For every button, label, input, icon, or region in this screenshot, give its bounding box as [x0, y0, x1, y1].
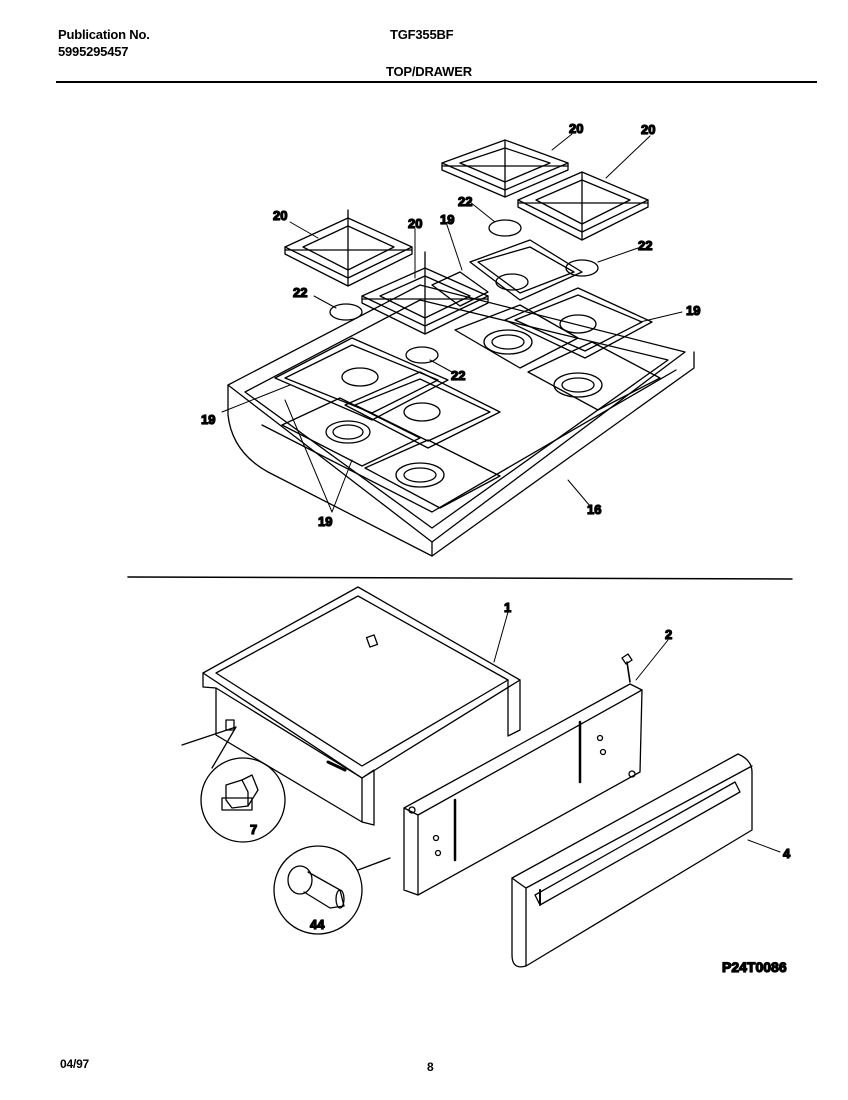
burner-cap-left	[329, 303, 363, 321]
callout-cap-left: 22	[293, 285, 307, 300]
callout-grate-left: 20	[273, 208, 287, 223]
burner-cap-center	[405, 346, 439, 364]
callout-drawer-body: 1	[504, 600, 511, 615]
gasket-middle	[344, 371, 501, 449]
callout-cap-rear-left: 22	[458, 194, 472, 209]
footer-date: 04/97	[60, 1057, 90, 1071]
burner-well-rear-right	[527, 341, 661, 411]
drawer-assembly: 1 2 4 7 44 P24T0086	[181, 586, 792, 976]
callout-gasket-small: 19	[440, 212, 454, 227]
grate-center	[361, 251, 489, 335]
burner-cap-rear-left	[488, 219, 522, 237]
callout-roller: 7	[250, 822, 257, 837]
callout-bumper: 44	[310, 917, 325, 932]
diagram-code: P24T0086	[722, 959, 787, 975]
callout-grate-rear-left: 20	[569, 121, 583, 136]
section-divider	[127, 576, 793, 580]
gasket-rear-left	[469, 239, 583, 301]
screw-icon	[621, 653, 633, 683]
burner-well-front-right	[364, 439, 501, 509]
roller-detail	[181, 726, 286, 843]
bumper-detail	[273, 845, 391, 935]
burner-cap-rear-right	[565, 259, 599, 277]
cooktop-assembly: 20 20 20 20 19 22 22 22 22 19 19 19 16	[200, 120, 701, 557]
callout-grate-center: 20	[408, 216, 422, 231]
callout-cooktop: 16	[587, 502, 601, 517]
callout-gasket-middle: 19	[318, 514, 332, 529]
callout-cap-rear-right: 22	[638, 238, 652, 253]
drawer-back-panel	[403, 683, 643, 896]
publication-label: Publication No.	[58, 27, 150, 42]
drawer-front	[511, 753, 753, 968]
header-rule	[56, 81, 817, 83]
section-title: TOP/DRAWER	[386, 64, 472, 79]
cooktop-front-edge	[227, 351, 695, 557]
page-number: 8	[427, 1060, 434, 1074]
callout-gasket-front: 19	[201, 412, 215, 427]
callout-drawer-front: 4	[783, 846, 791, 861]
gasket-rear-right	[504, 287, 653, 359]
burner-well-rear-left	[454, 304, 579, 369]
callout-grate-rear-right: 20	[641, 122, 655, 137]
grate-rear-left	[441, 139, 569, 198]
grate-left	[284, 209, 413, 287]
gasket-front	[274, 337, 449, 421]
publication-number: 5995295457	[58, 44, 129, 59]
leader-lines-drawer	[493, 611, 781, 853]
drawer-body	[202, 586, 521, 826]
callout-screw: 2	[665, 627, 672, 642]
leader-lines-top	[221, 133, 683, 513]
callout-cap-center: 22	[451, 368, 465, 383]
model-number: TGF355BF	[390, 27, 454, 42]
cooktop-outline	[227, 284, 686, 543]
grate-rear-right	[517, 171, 649, 241]
burner-well-front-left	[281, 397, 421, 467]
callout-gasket-rear-right: 19	[686, 303, 700, 318]
